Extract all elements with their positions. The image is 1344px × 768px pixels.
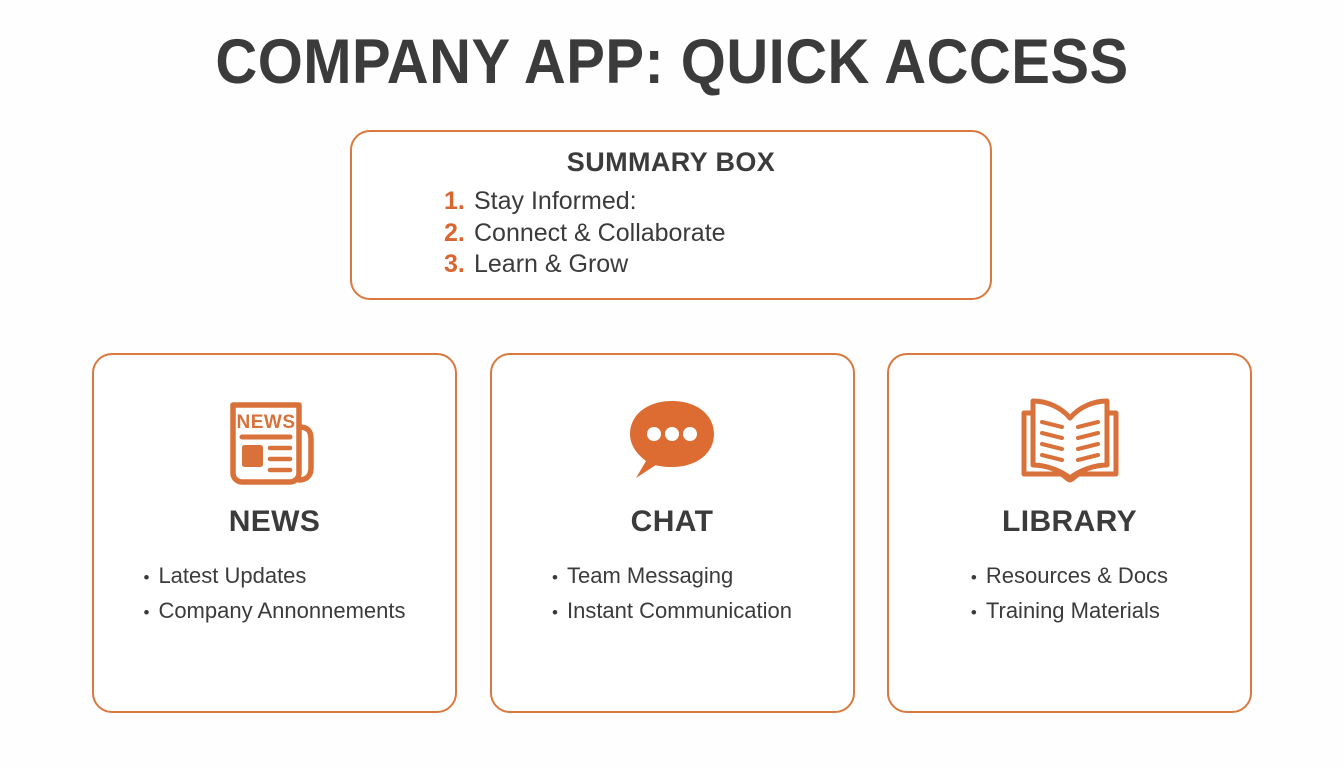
summary-list-item: 2. Connect & Collaborate bbox=[352, 218, 990, 250]
summary-item-label: Connect & Collaborate bbox=[474, 218, 726, 247]
card-news[interactable]: NEWS NEWS • Latest Updates • bbox=[92, 353, 457, 713]
card-feature-label: Team Messaging bbox=[566, 563, 734, 588]
card-feature-item: • Team Messaging bbox=[552, 559, 792, 594]
card-feature-label: Latest Updates bbox=[158, 563, 307, 588]
card-feature-item: • Instant Communication bbox=[552, 594, 792, 629]
bullet-icon: • bbox=[970, 603, 977, 622]
summary-item-label: Stay Informed: bbox=[474, 187, 637, 215]
card-title: NEWS bbox=[228, 505, 321, 538]
card-feature-label: Training Materials bbox=[985, 598, 1160, 623]
svg-text:NEWS: NEWS bbox=[236, 412, 295, 433]
summary-item-label: Learn & Grow bbox=[474, 250, 629, 278]
card-feature-item: • Training Materials bbox=[971, 594, 1168, 629]
open-book-icon bbox=[1019, 391, 1121, 487]
card-feature-label: Instant Communication bbox=[566, 598, 792, 623]
card-title: CHAT bbox=[630, 505, 714, 538]
cards-row: NEWS NEWS • Latest Updates • bbox=[92, 353, 1252, 713]
summary-box-heading: SUMMARY BOX bbox=[566, 147, 776, 177]
summary-box: SUMMARY BOX 1. Stay Informed: 2. Connect… bbox=[350, 130, 992, 300]
bullet-icon: • bbox=[143, 603, 150, 622]
card-feature-item: • Resources & Docs bbox=[971, 559, 1168, 594]
card-feature-item: • Latest Updates bbox=[143, 559, 405, 594]
bullet-icon: • bbox=[552, 568, 558, 587]
summary-list: 1. Stay Informed: 2. Connect & Collabora… bbox=[352, 186, 990, 281]
card-feature-label: Resources & Docs bbox=[985, 563, 1169, 588]
bullet-icon: • bbox=[552, 603, 558, 622]
speech-bubble-icon bbox=[624, 391, 720, 487]
newspaper-icon: NEWS bbox=[223, 391, 327, 487]
card-title: LIBRARY bbox=[1001, 505, 1138, 538]
card-feature-list: • Latest Updates • Company Annonnements bbox=[143, 559, 405, 629]
card-feature-item: • Company Annonnements bbox=[143, 594, 405, 629]
summary-item-number: 1. bbox=[444, 187, 465, 215]
summary-item-number: 2. bbox=[444, 218, 465, 247]
card-feature-label: Company Annonnements bbox=[158, 598, 406, 623]
card-library[interactable]: LIBRARY • Resources & Docs • Training Ma… bbox=[887, 353, 1252, 713]
summary-item-number: 3. bbox=[444, 250, 465, 278]
bullet-icon: • bbox=[143, 568, 150, 587]
page-title: COMPANY APP: QUICK ACCESS bbox=[215, 27, 1129, 97]
card-feature-list: • Resources & Docs • Training Materials bbox=[971, 559, 1168, 629]
bullet-icon: • bbox=[970, 568, 977, 587]
card-chat[interactable]: CHAT • Team Messaging • Instant Communic… bbox=[489, 353, 855, 713]
summary-list-item: 1. Stay Informed: bbox=[352, 186, 990, 218]
summary-list-item: 3. Learn & Grow bbox=[352, 249, 990, 281]
card-feature-list: • Team Messaging • Instant Communication bbox=[552, 559, 792, 629]
